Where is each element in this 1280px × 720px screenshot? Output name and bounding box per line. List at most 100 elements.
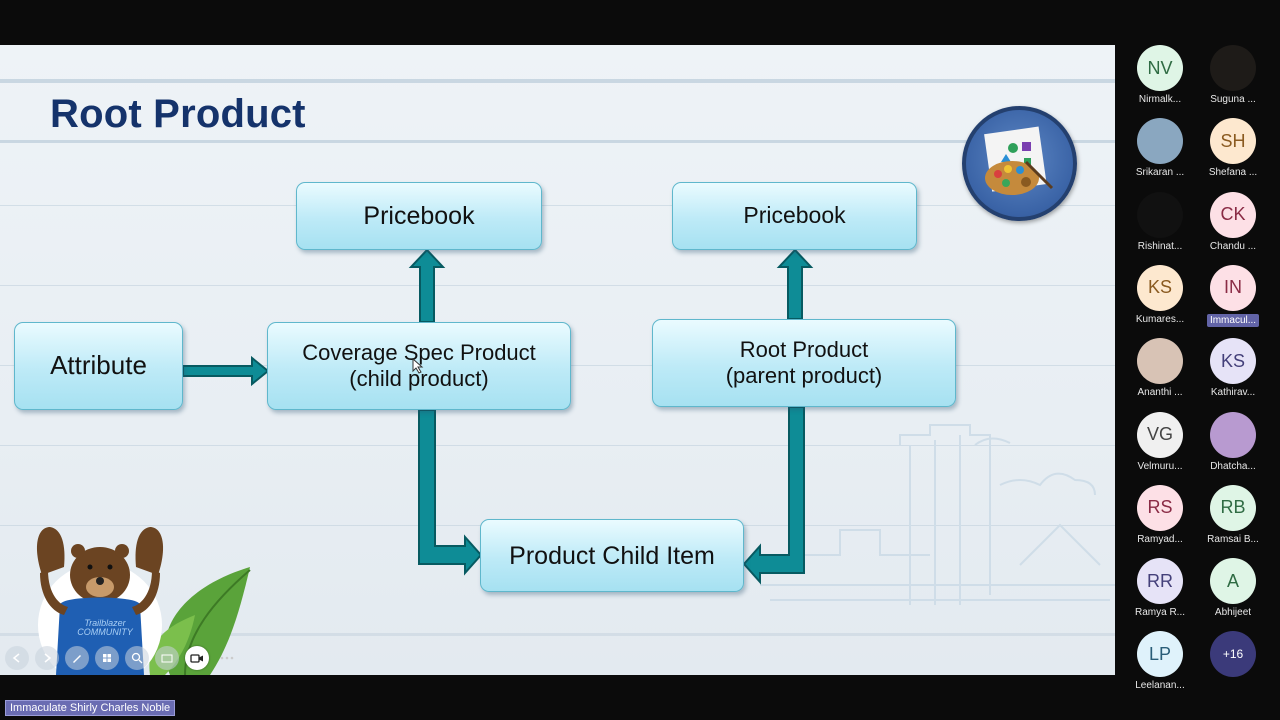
- participant-name: Ananthi ...: [1137, 387, 1183, 399]
- slideshow-toolbar: [5, 645, 239, 671]
- next-slide-button[interactable]: [35, 646, 59, 670]
- shared-slide: Root Product: [0, 45, 1115, 675]
- participant-photo-avatar: [1137, 191, 1183, 238]
- participant-avatar: KS: [1137, 264, 1183, 311]
- more-participants-tile[interactable]: +16: [1193, 631, 1273, 701]
- coverage-spec-product-label: Coverage Spec Product (child product): [302, 339, 536, 391]
- participant-name: Kathirav...: [1210, 387, 1256, 399]
- slide-grid-line: [0, 205, 1115, 206]
- slide-title-underline: [0, 140, 1115, 143]
- previous-icon: [12, 653, 20, 663]
- participant-avatar: IN: [1210, 264, 1256, 311]
- participant-name: Leelanan...: [1135, 680, 1185, 692]
- root-product-label: Root Product (parent product): [725, 336, 883, 388]
- subtitles-icon: [161, 654, 173, 663]
- arrow-root-up-to-pricebook: [776, 248, 814, 320]
- participant-name: Ramyad...: [1137, 533, 1183, 545]
- ellipsis-icon: [220, 656, 234, 660]
- artist-palette-badge-icon: [962, 106, 1077, 221]
- participant-tile[interactable]: Suguna ...: [1193, 45, 1273, 115]
- participant-name: Srikaran ...: [1135, 167, 1185, 179]
- participant-tile[interactable]: RB Ramsai B...: [1193, 484, 1273, 555]
- participant-tile[interactable]: VG Velmuru...: [1120, 411, 1200, 482]
- participant-tile[interactable]: IN Immacul...: [1193, 264, 1273, 335]
- pricebook-left-label: Pricebook: [363, 202, 475, 230]
- participant-tile[interactable]: LP Leelanan...: [1120, 631, 1200, 701]
- flow-arrows: [182, 248, 814, 585]
- participant-tile[interactable]: KS Kumares...: [1120, 264, 1200, 335]
- participant-avatar: LP: [1137, 631, 1183, 678]
- previous-slide-button[interactable]: [5, 646, 29, 670]
- camera-icon: [190, 654, 203, 663]
- participant-avatar: RB: [1210, 484, 1256, 531]
- pen-tool-button[interactable]: [65, 646, 89, 670]
- background-landscape-illustration: [760, 424, 1115, 605]
- root-product-box: Root Product (parent product): [652, 319, 956, 407]
- participant-name: Immacul...: [1206, 313, 1260, 327]
- pricebook-right-label: Pricebook: [743, 202, 846, 229]
- participants-panel: NV Nirmalk... Suguna ... Srikaran ... SH Shef…: [1117, 45, 1280, 691]
- participant-avatar: KS: [1210, 338, 1256, 385]
- slide-bottom-band: [0, 633, 1115, 636]
- participant-name: Velmuru...: [1137, 460, 1183, 472]
- participant-photo-avatar: [1210, 411, 1256, 458]
- participant-photo-avatar: [1210, 45, 1256, 91]
- camera-toggle-button[interactable]: [185, 646, 209, 670]
- participant-avatar: NV: [1137, 45, 1183, 91]
- arrow-coverage-to-child-item: [418, 409, 483, 576]
- participant-tile[interactable]: NV Nirmalk...: [1120, 45, 1200, 115]
- arrow-root-to-child-item: [742, 406, 805, 585]
- participant-tile[interactable]: Ananthi ...: [1120, 338, 1200, 408]
- participant-avatar: RR: [1137, 558, 1183, 605]
- zoom-icon: [131, 652, 143, 664]
- participant-name: Ramsai B...: [1207, 533, 1259, 545]
- subtitles-button[interactable]: [155, 646, 179, 670]
- participant-name: Kumares...: [1135, 313, 1185, 325]
- mouse-cursor-icon: [412, 358, 424, 374]
- zoom-slide-button[interactable]: [125, 646, 149, 670]
- participant-avatar: CK: [1210, 191, 1256, 238]
- participant-tile[interactable]: KS Kathirav...: [1193, 338, 1273, 408]
- participant-name: Suguna ...: [1210, 94, 1256, 105]
- participant-name: Dhatcha...: [1210, 460, 1256, 472]
- participant-tile[interactable]: RS Ramyad...: [1120, 484, 1200, 555]
- participant-name: Abhijeet: [1214, 607, 1252, 619]
- attribute-label: Attribute: [50, 350, 147, 381]
- slide-top-band: [0, 79, 1115, 83]
- grid-icon: [103, 654, 111, 662]
- participant-tile[interactable]: Rishinat...: [1120, 191, 1200, 262]
- pen-icon: [73, 655, 81, 663]
- participant-tile[interactable]: Dhatcha...: [1193, 411, 1273, 482]
- participant-name: Rishinat...: [1137, 240, 1183, 252]
- participant-tile[interactable]: SH Shefana ...: [1193, 118, 1273, 188]
- pricebook-left-box: Pricebook: [296, 182, 542, 250]
- next-icon: [44, 653, 52, 663]
- participant-name: Shefana ...: [1208, 167, 1258, 179]
- participant-name: Chandu ...: [1209, 240, 1257, 252]
- participant-name: Nirmalk...: [1138, 94, 1182, 105]
- product-child-item-label: Product Child Item: [509, 541, 715, 570]
- participant-tile[interactable]: RR Ramya R...: [1120, 558, 1200, 628]
- participant-photo-avatar: [1137, 338, 1183, 385]
- participant-tile[interactable]: Srikaran ...: [1120, 118, 1200, 188]
- participant-tile[interactable]: CK Chandu ...: [1193, 191, 1273, 262]
- active-speaker-name-tag: Immaculate Shirly Charles Noble: [5, 700, 176, 716]
- slide-grid-line: [0, 285, 1115, 286]
- participant-name: Ramya R...: [1134, 607, 1185, 619]
- participant-avatar: VG: [1137, 411, 1183, 458]
- slide-grid-line: [0, 445, 1115, 446]
- mascot-shirt-text: Trailblazer COMMUNITY: [77, 618, 133, 638]
- see-all-slides-button[interactable]: [95, 646, 119, 670]
- more-participants-count: +16: [1210, 631, 1256, 678]
- arrow-attribute-to-coverage: [182, 355, 270, 387]
- arrow-coverage-up-to-pricebook: [408, 248, 446, 323]
- participant-avatar: A: [1210, 558, 1256, 605]
- participant-avatar: RS: [1137, 484, 1183, 531]
- slide-title: Root Product: [50, 92, 306, 136]
- product-child-item-box: Product Child Item: [480, 519, 744, 592]
- more-options-button[interactable]: [215, 646, 239, 670]
- participant-avatar: SH: [1210, 118, 1256, 165]
- attribute-box: Attribute: [14, 322, 183, 410]
- participant-tile[interactable]: A Abhijeet: [1193, 558, 1273, 628]
